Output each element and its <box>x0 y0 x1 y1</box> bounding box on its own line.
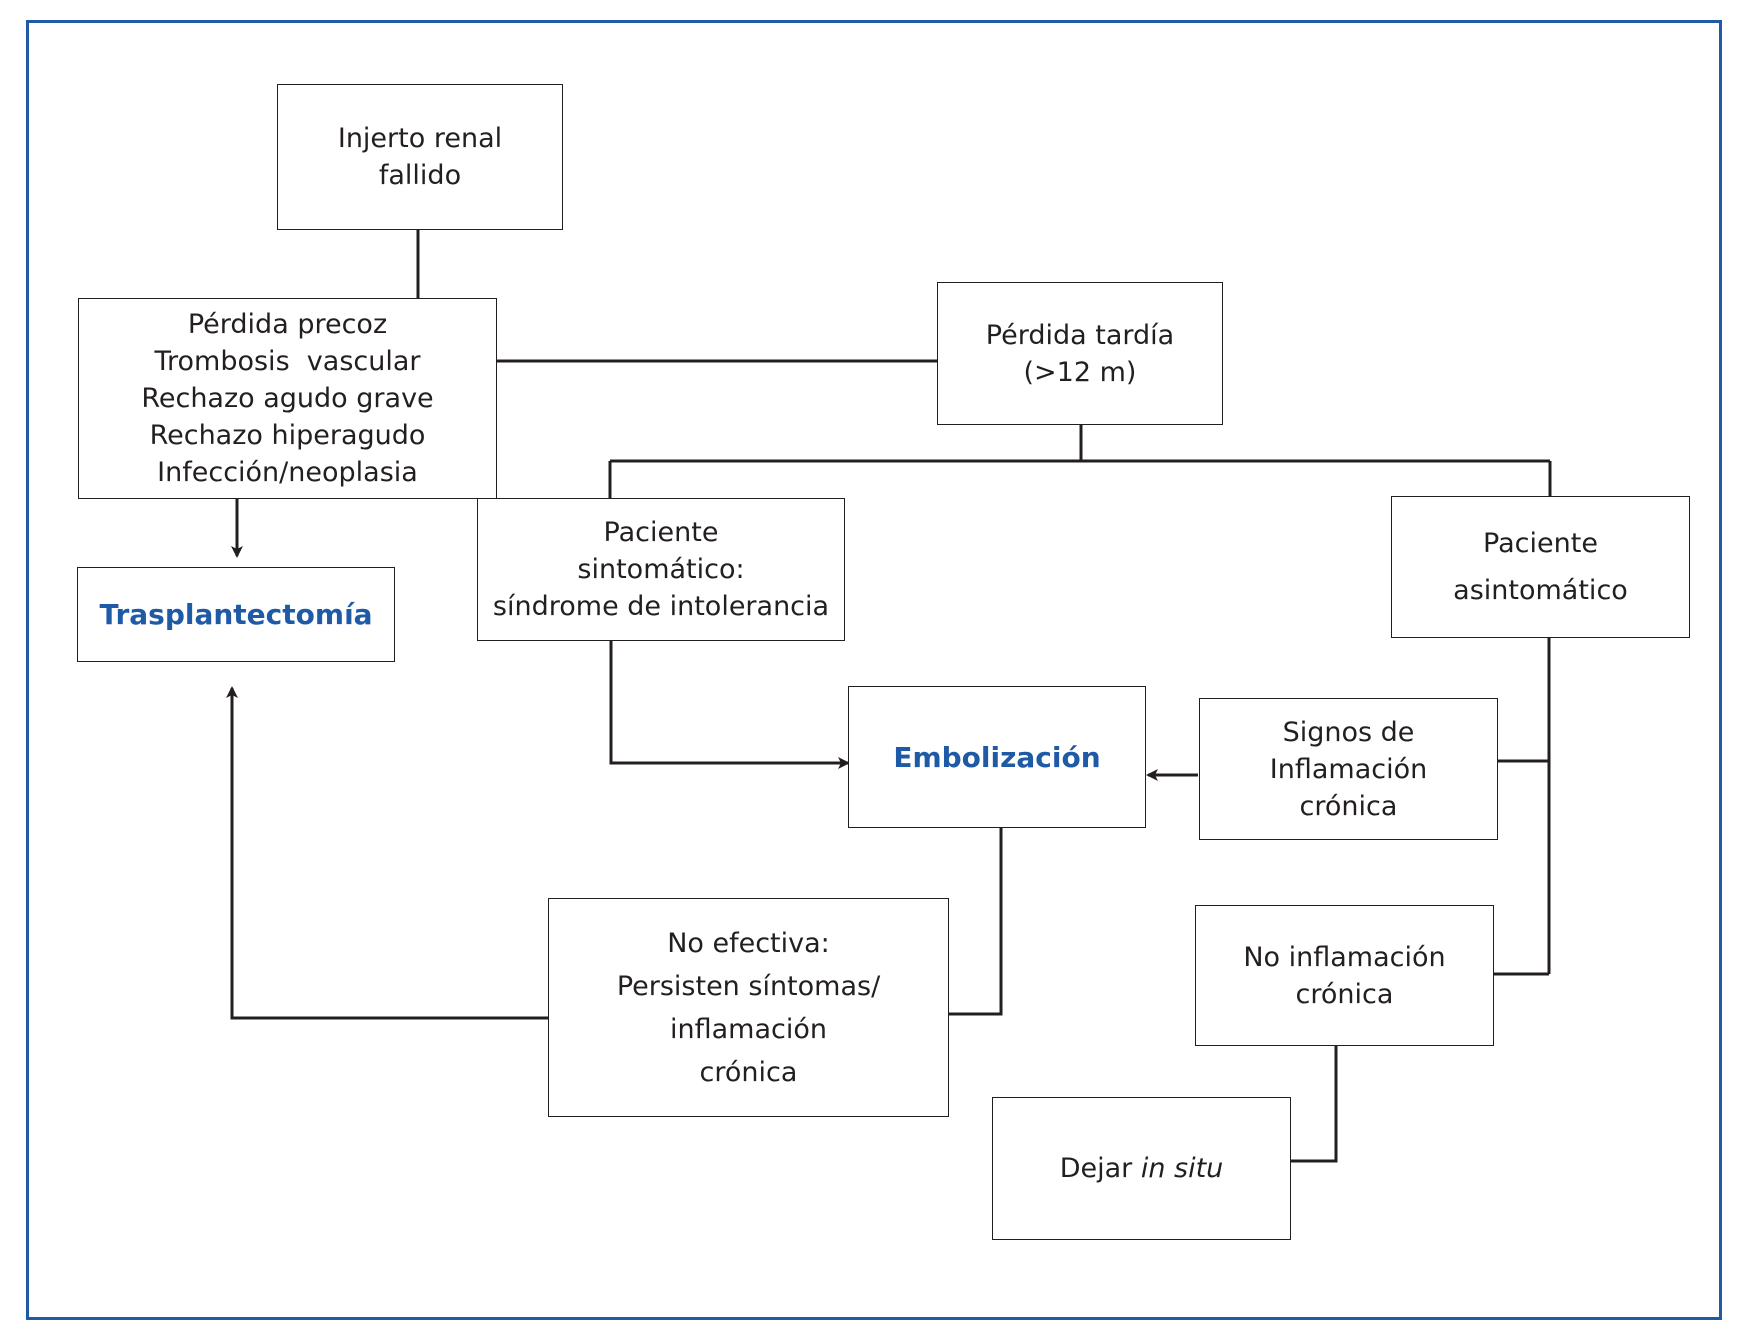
node-injerto-renal-fallido: Injerto renal fallido <box>277 84 563 230</box>
node-noefectiva-line-2: Persisten síntomas/ <box>616 970 881 1002</box>
node-signos-line-1: Signos de <box>1282 716 1415 748</box>
node-sintomatico-line-1: Paciente <box>603 517 719 548</box>
node-sintomatico-line-2: sintomático: <box>577 554 745 585</box>
node-perdida-tardia: Pérdida tardía (>12 m) <box>937 282 1223 425</box>
node-sintomatico-line-3: síndrome de intolerancia <box>492 591 830 622</box>
node-noefectiva-line-3: inflamación <box>669 1013 827 1045</box>
node-paciente-sintomatico: Paciente sintomático: síndrome de intolera… <box>477 498 845 641</box>
node-dejar-prefix: Dejar <box>1059 1153 1141 1184</box>
diagram-frame <box>26 20 1722 1320</box>
node-precoz-line-4: Rechazo hiperagudo <box>149 420 426 451</box>
node-signos-inflamacion: Signos de Inflamación crónica <box>1199 698 1498 840</box>
node-asintomatico-line-2: asintomático <box>1453 575 1628 606</box>
node-signos-line-2: Inflamación <box>1269 753 1428 785</box>
connector-embolizacion-noefectiva <box>948 828 1003 1016</box>
node-dejar-italic: in situ <box>1140 1153 1224 1184</box>
arrow-sintomatico-embolizacion <box>609 640 850 769</box>
node-signos-line-3: crónica <box>1299 790 1398 822</box>
node-tardia-line-2: (>12 m) <box>1023 356 1137 388</box>
node-dejar-in-situ: Dejar in situ <box>992 1097 1291 1240</box>
node-tardia-line-1: Pérdida tardía <box>985 319 1175 351</box>
node-precoz-line-1: Pérdida precoz <box>187 309 388 340</box>
node-paciente-asintomatico: Paciente asintomático <box>1391 496 1690 638</box>
node-no-inflamacion: No inflamación crónica <box>1195 905 1494 1046</box>
node-trasplantectomia-label: Trasplantectomía <box>99 598 373 631</box>
node-asintomatico-line-1: Paciente <box>1483 528 1598 559</box>
node-trasplantectomia: Trasplantectomía <box>77 567 395 662</box>
node-precoz-line-3: Rechazo agudo grave <box>141 383 434 414</box>
node-embolizacion: Embolización <box>848 686 1146 828</box>
node-noinflamacion-line-2: crónica <box>1295 978 1394 1010</box>
node-injerto-line-2: fallido <box>378 160 462 191</box>
node-embolizacion-label: Embolización <box>893 740 1101 774</box>
node-precoz-line-5: Infección/neoplasia <box>157 457 418 488</box>
node-precoz-line-2: Trombosis vascular <box>154 346 421 377</box>
node-no-efectiva: No efectiva: Persisten síntomas/inflamaci… <box>548 898 949 1117</box>
node-injerto-line-1: Injerto renal <box>337 123 503 154</box>
node-perdida-precoz: Pérdida precoz Trombosis vascular Rechaz… <box>78 298 497 499</box>
node-noefectiva-line-4: crónica <box>699 1056 798 1088</box>
arrow-noefectiva-trasplantectomia <box>226 686 548 1020</box>
connector-noinflamacion-dejar <box>1290 1045 1338 1163</box>
node-noinflamacion-line-1: No inflamación <box>1243 941 1446 973</box>
node-noefectiva-line-1: No efectiva: <box>667 927 830 959</box>
